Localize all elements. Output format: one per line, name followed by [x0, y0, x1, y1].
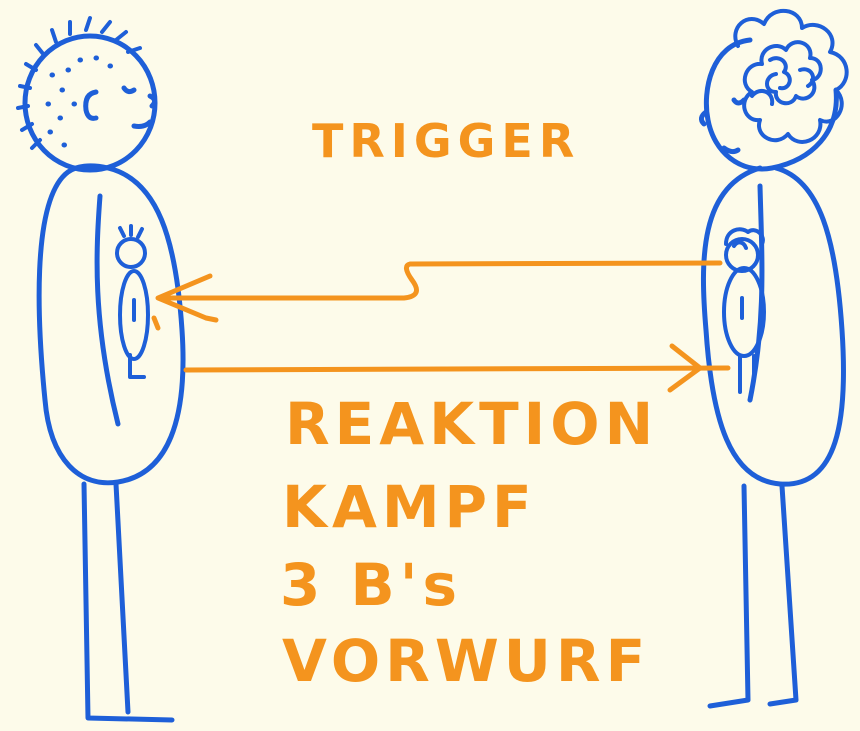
left-person-body — [39, 166, 183, 483]
left-inner-child — [117, 226, 148, 377]
left-person-dots — [48, 58, 111, 145]
left-person-leg-right — [116, 484, 128, 712]
right-person-leg-right — [770, 486, 796, 704]
kampf-label: KAMPF — [282, 478, 537, 536]
right-person-curly-hair — [735, 11, 846, 142]
left-person-mouth — [134, 122, 150, 127]
right-person-mouth — [724, 148, 738, 152]
right-person-leg-left — [710, 486, 748, 706]
trigger-arrow — [158, 263, 720, 320]
right-person-eye — [734, 100, 744, 103]
reaction-arrow — [186, 346, 728, 390]
left-person-ear — [86, 92, 96, 118]
left-person-arm-line — [97, 196, 118, 424]
right-person — [701, 11, 846, 706]
left-inner-child-orange-mark — [154, 318, 158, 328]
left-person — [18, 18, 183, 720]
left-person-nose — [150, 96, 155, 106]
trigger-label: TRIGGER — [312, 118, 580, 164]
vorwurf-label: VORWURF — [282, 632, 650, 690]
three-bs-label: 3 B's — [280, 556, 462, 614]
left-person-eye — [124, 88, 134, 92]
reaktion-label: REAKTION — [285, 395, 658, 453]
